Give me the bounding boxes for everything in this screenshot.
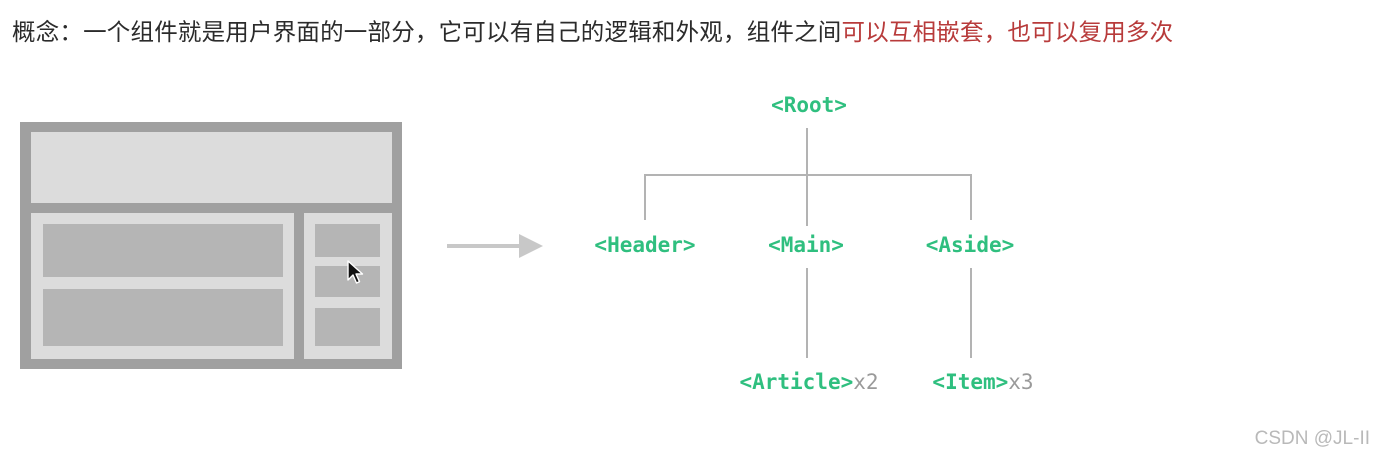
node-item: <Item>x3 (932, 370, 1033, 394)
layout-mockup (20, 122, 402, 369)
concept-main: 概念：一个组件就是用户界面的一部分，它可以有自己的逻辑和外观，组件之间 (12, 18, 842, 46)
mock-item-1 (315, 224, 380, 257)
node-main: <Main> (768, 233, 844, 257)
mock-item-3 (315, 308, 380, 346)
node-root: <Root> (771, 93, 847, 117)
watermark: CSDN @JL-II (1254, 428, 1370, 449)
node-aside: <Aside> (925, 233, 1015, 257)
node-header: <Header> (594, 233, 696, 257)
mock-article-2 (43, 289, 283, 346)
concept-highlight: 可以互相嵌套，也可以复用多次 (841, 18, 1174, 46)
mock-header (31, 132, 392, 203)
article-label: <Article> (739, 370, 854, 394)
mouse-pointer-icon (347, 260, 364, 284)
arrow-right-icon (447, 234, 543, 258)
item-multiplier: x3 (1008, 370, 1034, 394)
concept-text: 概念：一个组件就是用户界面的一部分，它可以有自己的逻辑和外观，组件之间可以互相嵌… (12, 13, 1173, 47)
node-article: <Article>x2 (739, 370, 878, 394)
item-label: <Item> (932, 370, 1009, 394)
article-multiplier: x2 (853, 370, 879, 394)
mock-article-1 (43, 224, 283, 277)
